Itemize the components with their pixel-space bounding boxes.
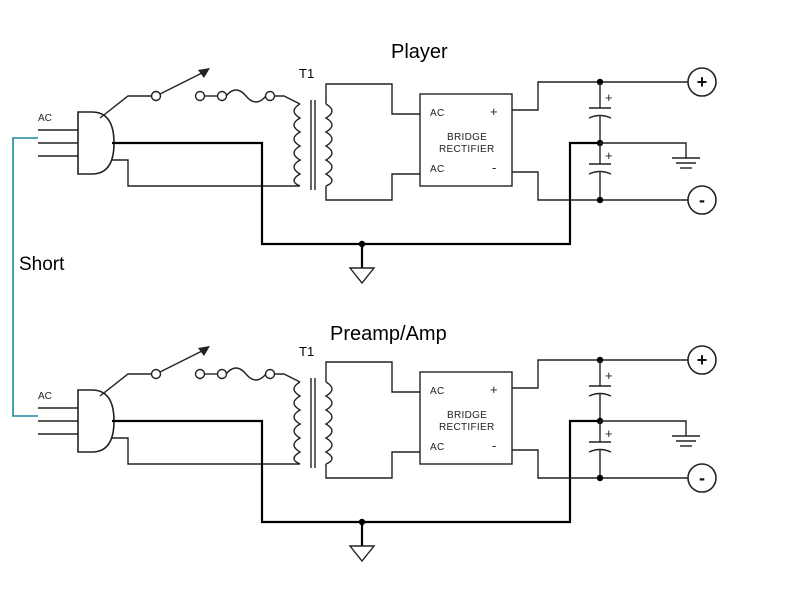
fuse [205, 367, 301, 383]
bridge-label-2: RECTIFIER [439, 422, 494, 433]
circuit-title: Preamp/Amp [330, 323, 447, 345]
circuit-preamp-amp: Preamp/Amp AC T1 [38, 323, 717, 563]
bridge-label-1: BRIDGE [447, 132, 487, 143]
output-minus-sign: - [699, 190, 705, 210]
fuse [205, 89, 301, 105]
filter-capacitors: + + [588, 78, 613, 204]
transformer: T1 [293, 66, 333, 190]
plug-body [77, 389, 115, 453]
output-minus-sign: - [699, 468, 705, 488]
short-wire [12, 137, 38, 417]
bridge-ac-bottom: AC [430, 442, 445, 453]
output-plus-sign: + [697, 72, 708, 92]
bridge-ac-bottom: AC [430, 164, 445, 175]
ac-label: AC [38, 113, 52, 124]
output-plus-sign: + [697, 350, 708, 370]
bridge-plus: + [490, 104, 498, 119]
filter-capacitors: + + [588, 356, 613, 482]
output-minus-terminal: - [687, 463, 717, 493]
bridge-plus: + [490, 382, 498, 397]
bridge-ac-top: AC [430, 108, 445, 119]
cap-top-plus: + [605, 90, 613, 105]
circuit-player: Player AC T1 [38, 41, 717, 285]
transformer-label: T1 [299, 344, 314, 359]
power-switch [150, 68, 210, 102]
transformer: T1 [293, 344, 333, 468]
bridge-label-1: BRIDGE [447, 410, 487, 421]
cap-top-plus: + [605, 368, 613, 383]
chassis-ground [348, 267, 376, 285]
signal-ground [672, 157, 700, 169]
output-minus-terminal: - [687, 185, 717, 215]
bridge-minus: - [492, 160, 496, 175]
chassis-ground [348, 545, 376, 563]
short-label: Short [19, 254, 65, 275]
ac-plug: AC [38, 389, 115, 453]
plug-body [77, 111, 115, 175]
bridge-rectifier: AC + BRIDGE RECTIFIER AC - [419, 93, 513, 187]
circuit-title: Player [391, 41, 448, 63]
output-plus-terminal: + [687, 345, 717, 375]
cap-bottom-plus: + [605, 148, 613, 163]
bridge-minus: - [492, 438, 496, 453]
bridge-label-2: RECTIFIER [439, 144, 494, 155]
ac-label: AC [38, 391, 52, 402]
ac-plug: AC [38, 111, 115, 175]
cap-bottom-plus: + [605, 426, 613, 441]
signal-ground [672, 435, 700, 447]
power-switch [150, 346, 210, 380]
output-plus-terminal: + [687, 67, 717, 97]
bridge-rectifier: AC + BRIDGE RECTIFIER AC - [419, 371, 513, 465]
transformer-label: T1 [299, 66, 314, 81]
bridge-ac-top: AC [430, 386, 445, 397]
